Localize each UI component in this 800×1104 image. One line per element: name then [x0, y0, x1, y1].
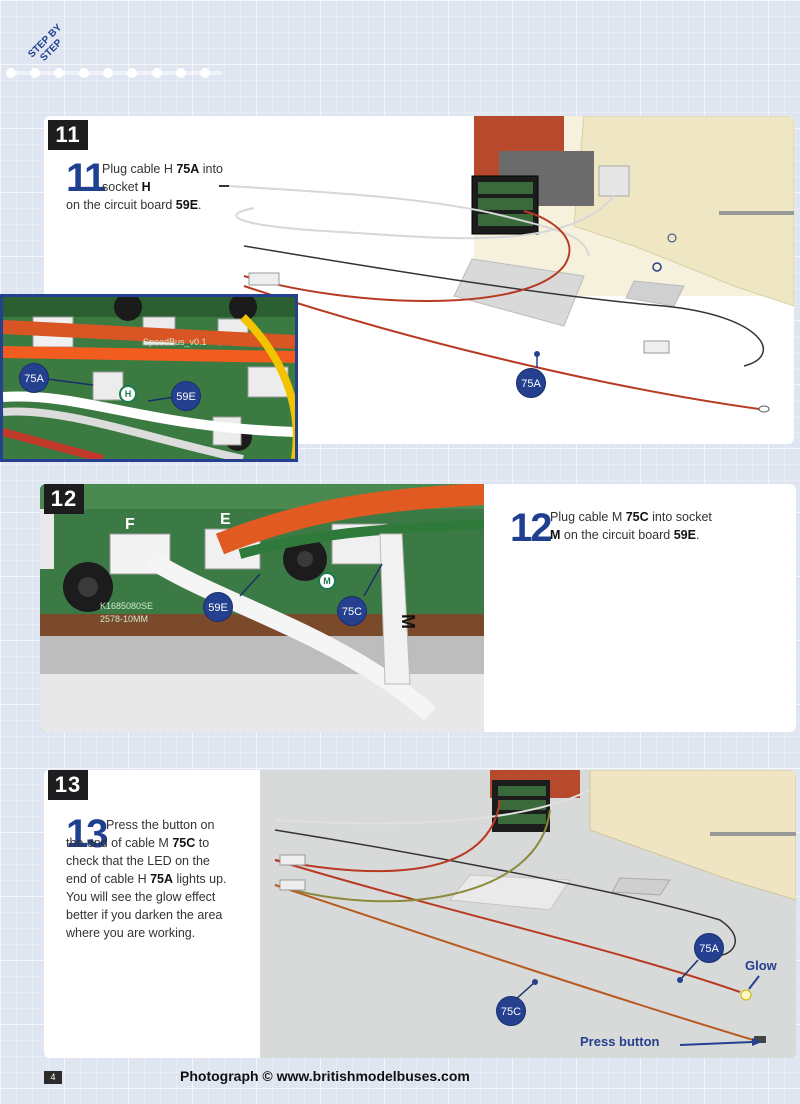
part-label: 75A: [19, 363, 49, 393]
step-11-illustration: [219, 116, 794, 413]
progress-dots: [6, 68, 226, 78]
page-number: 4: [44, 1071, 62, 1084]
part-label: 59E: [203, 592, 233, 622]
dot: [54, 68, 64, 78]
press-button-callout: Press button: [580, 1034, 660, 1049]
pcb-print: SpeedBus_v0.1: [143, 337, 207, 347]
pcb-letter: E: [220, 511, 231, 528]
pcb-letter: F: [125, 516, 135, 533]
part-label: 75A: [516, 368, 546, 398]
step-13-photo: 75A 75C Glow Press button: [260, 770, 796, 1058]
step-instruction: Plug cable H 75A into socket H: [102, 162, 223, 194]
step-12-panel: F E K1685080SE 2578-10MM M 59E M 75C 12 …: [40, 484, 796, 732]
part-label: 75C: [337, 596, 367, 626]
dot: [6, 68, 16, 78]
socket-label: H: [119, 385, 137, 403]
dot: [200, 68, 210, 78]
part-label: 59E: [171, 381, 201, 411]
step-big-number: 13: [66, 812, 108, 856]
step-number-badge: 12: [44, 484, 84, 514]
dot: [103, 68, 113, 78]
dot: [152, 68, 162, 78]
section-label: STEP BY STEP: [24, 14, 94, 64]
cable-tag-letter: M: [398, 614, 418, 629]
step-11-panel: 11 11 Plug cable H 75A into socket H on …: [44, 116, 794, 444]
dot: [30, 68, 40, 78]
photo-credit: Photograph © www.britishmodelbuses.com: [180, 1068, 470, 1084]
dot: [176, 68, 186, 78]
circuit-board-inset: SpeedBus_v0.1 75A H 59E: [0, 294, 298, 462]
part-label: 75A: [694, 933, 724, 963]
part-label: 75C: [496, 996, 526, 1026]
dot: [79, 68, 89, 78]
step-instruction-cont: M on the circuit board 59E.: [550, 528, 700, 542]
step-big-number: 12: [510, 506, 552, 550]
step-big-number: 11: [66, 156, 106, 200]
step-instruction: Plug cable M 75C into socket: [550, 510, 712, 524]
socket-label: M: [318, 572, 336, 590]
step-number-badge: 13: [48, 770, 88, 800]
step-instruction-cont: on the circuit board 59E.: [66, 198, 202, 212]
pcb-print: 2578-10MM: [100, 614, 148, 624]
step-number-badge: 11: [48, 120, 88, 150]
dot: [127, 68, 137, 78]
pcb-print: K1685080SE: [100, 601, 153, 611]
glow-callout: Glow: [745, 958, 777, 973]
step-instruction: Press the button on the end of cable M 7…: [66, 818, 227, 940]
step-13-panel: 75A 75C Glow Press button 13 13 Press th…: [44, 770, 796, 1058]
step-12-photo: F E K1685080SE 2578-10MM M 59E M 75C: [40, 484, 484, 732]
